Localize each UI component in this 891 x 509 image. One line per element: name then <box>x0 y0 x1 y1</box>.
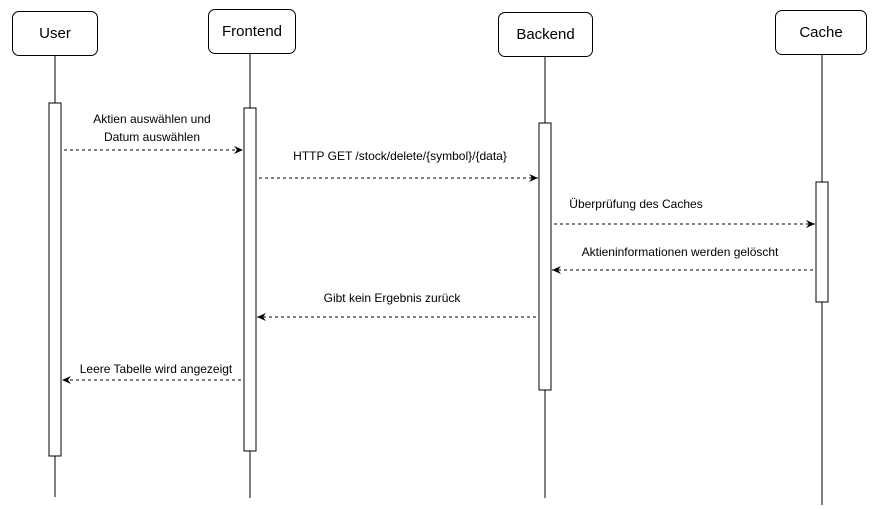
message-label-info-deleted: Aktieninformationen werden gelöscht <box>581 243 779 261</box>
activation-bar-backend <box>538 122 552 391</box>
participant-frontend: Frontend <box>208 9 296 54</box>
message-label-line: Aktieninformationen werden gelöscht <box>581 245 779 259</box>
message-label-line: HTTP GET /stock/delete/{symbol}/{data} <box>293 149 507 163</box>
message-label-line: Gibt kein Ergebnis zurück <box>323 291 461 305</box>
activation-bar-user <box>48 102 62 457</box>
message-label-line: Datum auswählen <box>103 130 201 144</box>
message-label-empty-table: Leere Tabelle wird angezeigt <box>79 360 233 378</box>
participant-user: User <box>12 11 98 56</box>
message-label-check-cache: Überprüfung des Caches <box>569 195 703 213</box>
participant-cache: Cache <box>775 10 867 55</box>
message-label-no-result: Gibt kein Ergebnis zurück <box>323 289 461 307</box>
activation-bar-frontend <box>243 107 257 452</box>
participant-backend: Backend <box>498 12 593 57</box>
message-label-select-stocks: Aktien auswählen und Datum auswählen <box>93 110 211 146</box>
message-label-http-get: HTTP GET /stock/delete/{symbol}/{data} <box>293 147 507 165</box>
message-label-line: Aktien auswählen und <box>93 112 211 126</box>
message-label-line: Überprüfung des Caches <box>569 197 703 211</box>
activation-bar-cache <box>815 181 829 303</box>
message-label-line: Leere Tabelle wird angezeigt <box>79 362 233 376</box>
